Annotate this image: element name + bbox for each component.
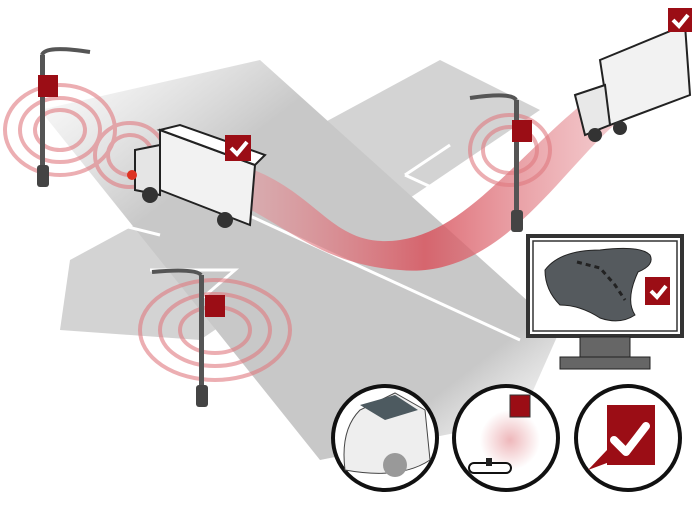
truck-icon: [127, 123, 267, 228]
streetlight-sensor-icon: [37, 47, 91, 187]
car-icon: [331, 384, 439, 492]
checkmark-icon: [225, 135, 251, 161]
monitor-map-icon: [526, 234, 684, 370]
tag-reader-icon: [452, 384, 560, 492]
checkmark-icon: [668, 8, 692, 32]
streetlight-sensor-icon: [469, 93, 532, 232]
signal-beam: [230, 90, 620, 271]
checkmark-icon: [574, 384, 682, 492]
streetlight-sensor-icon: [151, 268, 225, 407]
truck-icon: [573, 8, 692, 142]
